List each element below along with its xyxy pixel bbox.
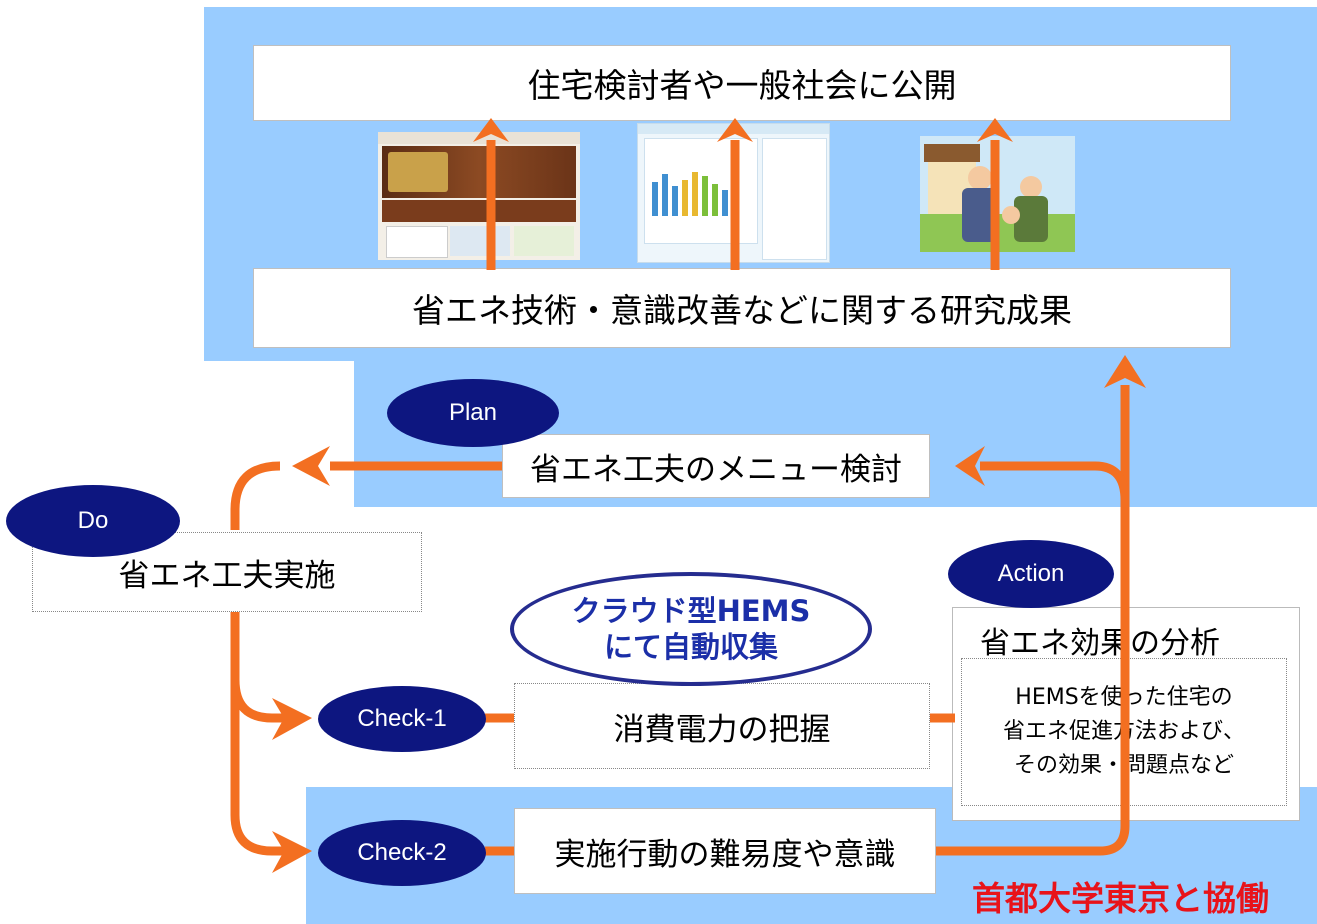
check2-awareness-text: 実施行動の難易度や意識	[554, 836, 896, 873]
plan-menu-text: 省エネ工夫のメニュー検討	[530, 451, 902, 488]
action-oval: Action	[948, 540, 1114, 608]
cloud-hems-oval: クラウド型HEMS にて自動収集	[510, 572, 872, 686]
public-release-box: 住宅検討者や一般社会に公開	[253, 45, 1231, 121]
check1-power-box: 消費電力の把握	[514, 683, 930, 769]
cloud-hems-line-1: クラウド型HEMS	[571, 594, 811, 628]
plan-oval: Plan	[387, 379, 559, 447]
check2-oval: Check-2	[318, 820, 486, 886]
do-implementation-box: 省エネ工夫実施	[32, 532, 422, 612]
action-analysis-title: 省エネ効果の分析	[980, 626, 1220, 661]
research-results-box: 省エネ技術・意識改善などに関する研究成果	[253, 268, 1231, 348]
public-release-text: 住宅検討者や一般社会に公開	[527, 66, 957, 105]
check2-awareness-box: 実施行動の難易度や意識	[514, 808, 936, 894]
research-results-text: 省エネ技術・意識改善などに関する研究成果	[412, 291, 1072, 330]
do-implementation-text: 省エネ工夫実施	[118, 557, 336, 594]
plan-menu-box: 省エネ工夫のメニュー検討	[502, 434, 930, 498]
check1-oval: Check-1	[318, 686, 486, 752]
cloud-hems-line-2: にて自動収集	[603, 630, 778, 664]
do-oval: Do	[6, 485, 180, 557]
collaboration-text: 首都大学東京と協働	[972, 879, 1269, 918]
website-thumbnail-image	[378, 132, 580, 260]
check1-power-text: 消費電力の把握	[613, 711, 831, 748]
